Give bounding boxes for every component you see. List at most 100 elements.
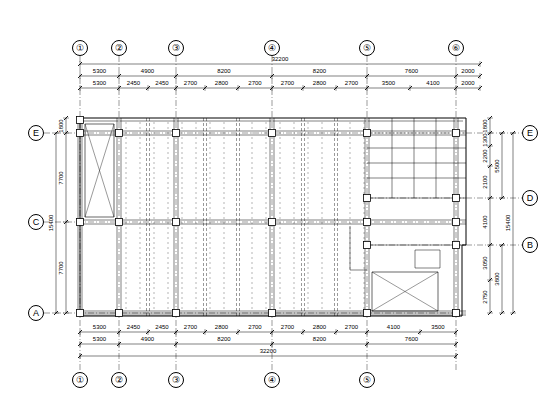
column-symbol [364,130,371,137]
axis-bubble: ⑥ [448,40,464,56]
joist-line [224,122,225,312]
axis-label: E [527,129,533,138]
axis-bubble: E [522,125,538,141]
main-beam [121,118,122,316]
dimension-tick [117,86,121,90]
joist-line [140,122,141,312]
dimension-tick [270,74,274,78]
dimension-tick [365,342,369,346]
dimension-tick [500,196,504,200]
joist-line [252,122,253,312]
dimension-tick [454,330,458,334]
dimension-text: 7600 [405,68,418,74]
dimension-tick [488,164,492,168]
axis-label: ④ [268,44,276,53]
column-symbol [116,130,123,137]
dimension-text: 2700 [248,324,261,330]
axis-line [44,313,466,314]
dimension-text: 4100 [426,80,439,86]
axis-bubble: E [28,125,44,141]
dimension-text: 1800 [482,119,488,132]
dimension-tick [117,330,121,334]
bay-beam [414,118,415,198]
dimension-tick [478,62,482,66]
dimension-tick [78,86,82,90]
axis-label: ③ [172,376,180,385]
dimension-tick [203,86,207,90]
axis-label: ③ [172,44,180,53]
joist-line [280,122,281,312]
dimension-text: 2700 [248,80,261,86]
axis-bubble: ⑤ [359,372,375,388]
dimension-tick [488,243,492,247]
dimension-text: 2450 [155,324,168,330]
main-beam [270,118,271,316]
dimension-tick [270,86,274,90]
dimension-tick [365,330,369,334]
dimension-tick [478,74,482,78]
column-symbol [453,195,460,202]
main-beam [78,118,79,316]
column-symbol [453,310,460,317]
dimension-tick [54,311,58,315]
axis-line [367,198,522,199]
dimension-text: 2800 [215,80,228,86]
dimension-text: 4900 [141,68,154,74]
column-symbol [269,130,276,137]
dimension-tick [64,311,68,315]
axis-label: A [33,309,39,318]
joist-line [364,122,365,312]
stair-opening [85,124,114,217]
dimension-text: 7700 [58,171,64,184]
axis-bubble: ① [72,40,88,56]
dimension-text: 3500 [382,80,395,86]
stair-opening [372,272,438,311]
dimension-text: 3500 [431,324,444,330]
axis-label: E [33,129,39,138]
main-beam [82,118,83,316]
dimension-tick [78,74,82,78]
dimension-tick [64,116,68,120]
secondary-beam [146,118,147,316]
dimension-tick [454,86,458,90]
column-symbol [453,242,460,249]
dimension-text: 3050 [482,256,488,269]
joist-line [294,122,295,312]
dimension-tick [454,342,458,346]
dimension-text: 15400 [505,215,511,232]
dimension-text: 2450 [127,324,140,330]
axis-bubble: ② [111,40,127,56]
dimension-tick [146,86,150,90]
dimension-text: 2800 [215,324,228,330]
dimension-tick [174,74,178,78]
secondary-beam [206,118,207,316]
main-beam [365,118,366,316]
joist-line [308,122,309,312]
dimension-tick [174,86,178,90]
dimension-tick [174,342,178,346]
dimension-lines [53,61,516,359]
dimension-text: 7700 [58,261,64,274]
dimension-text: 32200 [272,56,289,62]
main-beam [274,118,275,316]
axis-label: ⑤ [363,376,371,385]
axis-line [272,56,273,372]
dimension-tick [236,86,240,90]
dimension-text: 2800 [313,324,326,330]
axis-label: B [527,241,533,250]
dimension-text: 5300 [93,324,106,330]
column-symbol [77,130,84,137]
dimension-text: 8200 [217,68,230,74]
dimension-text: 4900 [141,336,154,342]
dimension-tick [488,196,492,200]
dimension-text: 2750 [482,290,488,303]
dimension-text: 1800 [58,119,64,132]
dimension-text: 2700 [281,80,294,86]
axis-bubble: ① [72,372,88,388]
column-symbol [364,219,371,226]
dimension-tick [454,354,458,358]
dimension-tick [418,330,422,334]
column-symbol [116,310,123,317]
axis-label: D [527,194,534,203]
